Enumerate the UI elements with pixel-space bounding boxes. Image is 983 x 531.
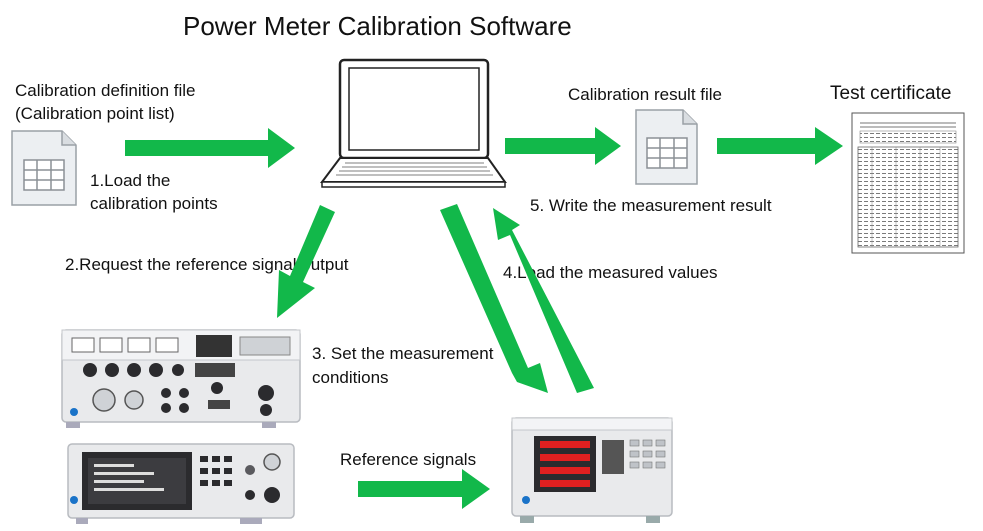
certificate-document-icon xyxy=(851,112,965,254)
power-meter-device xyxy=(511,417,673,523)
arrow-set-measurement-conditions xyxy=(440,204,548,393)
arrow-load-calibration-points xyxy=(125,128,295,168)
arrow-reference-signals xyxy=(358,469,490,509)
arrow-to-result-file xyxy=(505,127,621,165)
diagram-title: Power Meter Calibration Software xyxy=(183,11,572,41)
signal-calibrator-device xyxy=(61,329,301,428)
laptop-icon xyxy=(320,58,507,188)
definition-file-label-line2: (Calibration point list) xyxy=(15,104,175,123)
step1-label-line1: 1.Load the xyxy=(90,171,171,190)
arrow-load-measured-values xyxy=(493,208,594,393)
reference-source-device xyxy=(67,443,295,524)
reference-signals-label: Reference signals xyxy=(340,450,477,469)
step4-label: 4.Load the measured values xyxy=(503,263,718,282)
step3-label-line1: 3. Set the measurement xyxy=(312,344,494,363)
arrow-to-certificate xyxy=(717,127,843,165)
step3-label-line2: conditions xyxy=(312,368,389,387)
arrow-request-reference-signal xyxy=(277,205,335,318)
definition-file-label-line1: Calibration definition file xyxy=(15,81,196,100)
result-file-label: Calibration result file xyxy=(568,85,723,104)
step1-label-line2: calibration points xyxy=(90,194,218,213)
definition-file-icon xyxy=(11,130,77,206)
step5-label: 5. Write the measurement result xyxy=(530,196,772,215)
test-certificate-label: Test certificate xyxy=(830,83,952,104)
step2-label: 2.Request the reference signal output xyxy=(65,255,349,274)
result-file-icon xyxy=(635,109,698,185)
